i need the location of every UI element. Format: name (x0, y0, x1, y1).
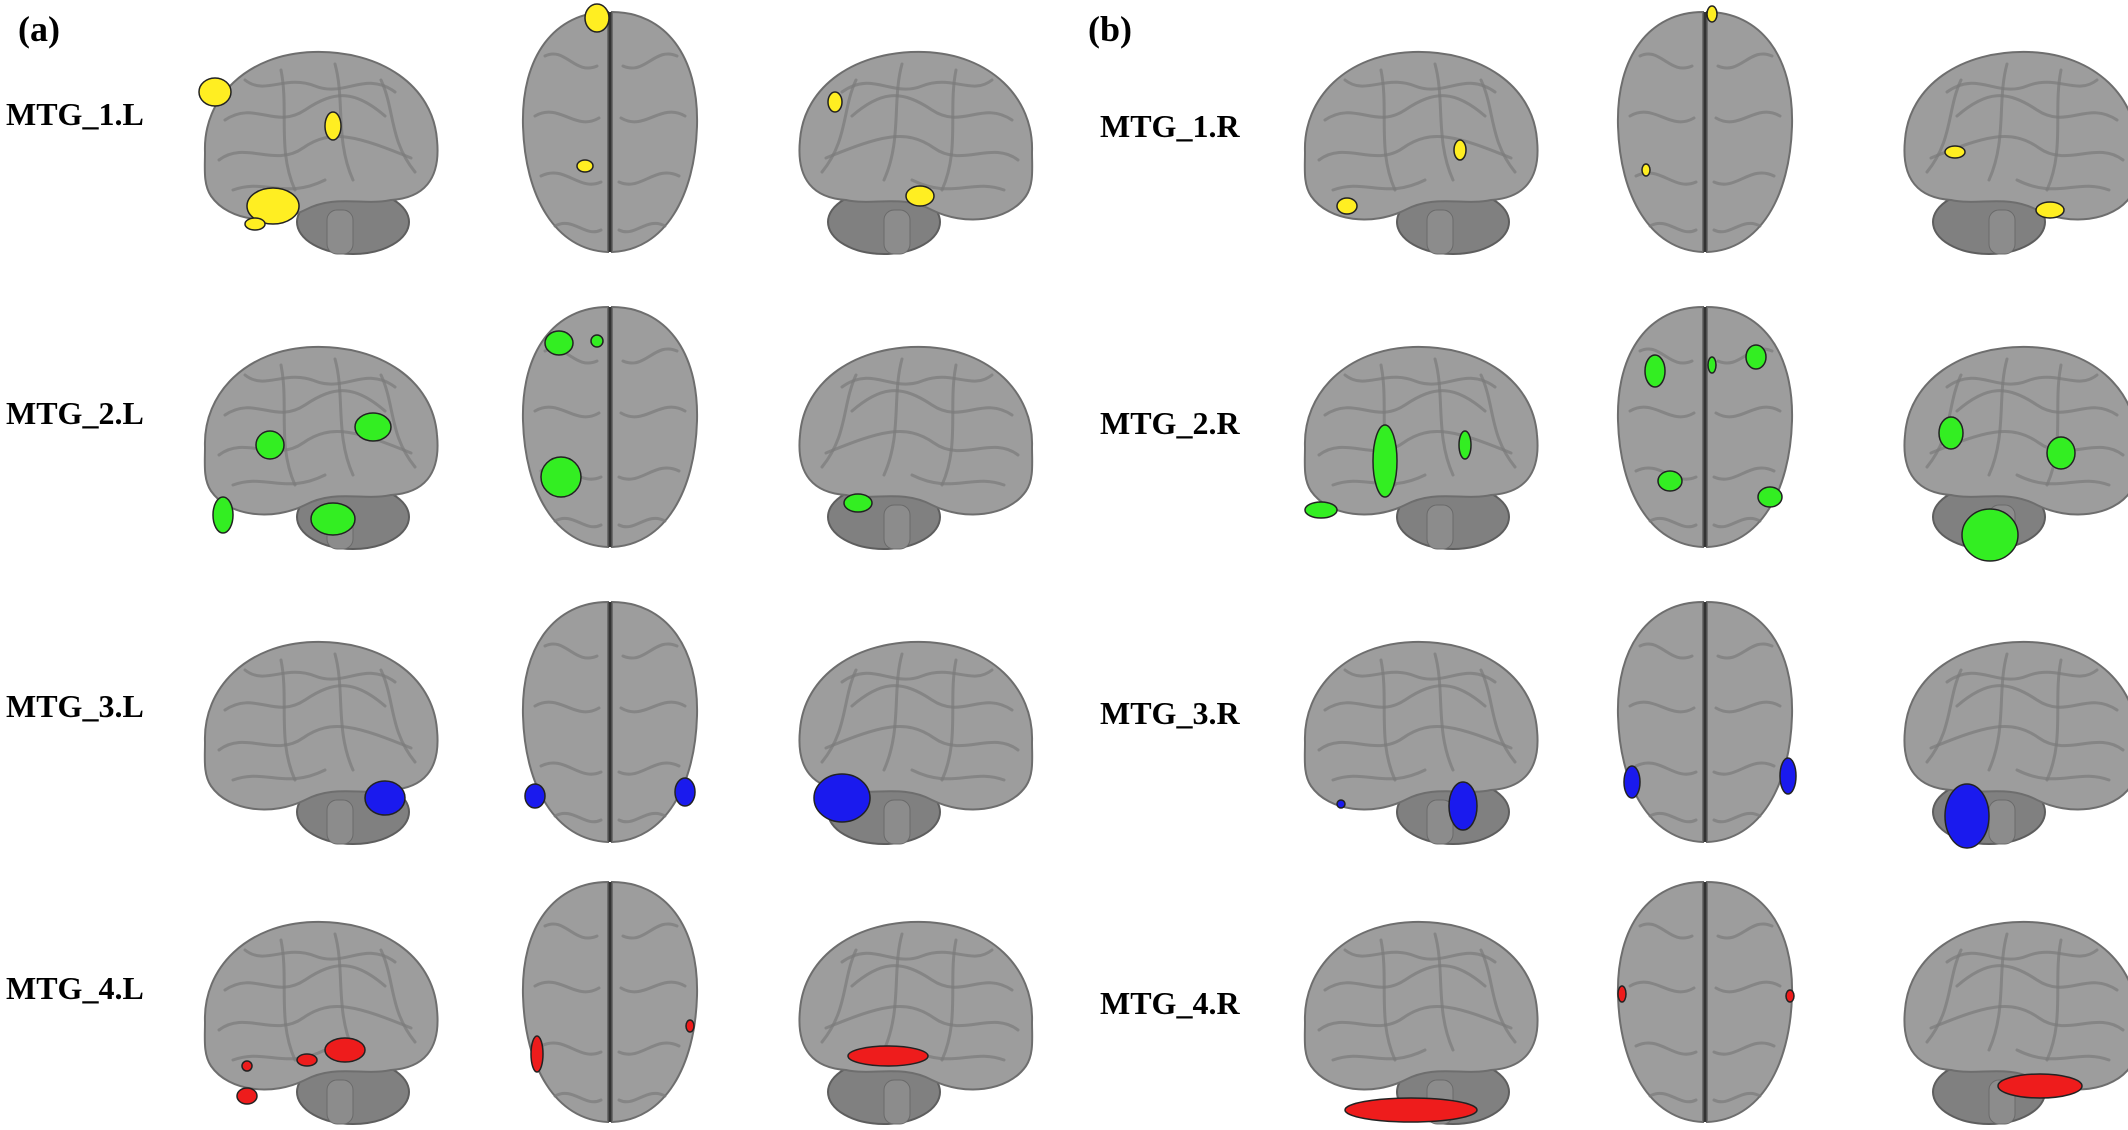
activation-blob (1961, 508, 2019, 562)
activation-blob (813, 773, 871, 823)
activation-blob (685, 1019, 695, 1033)
brain-a-row3-right-lateral (798, 640, 1034, 845)
brain-a-row1-right-lateral (798, 50, 1034, 255)
row-label-b-3: MTG_3.R (1100, 695, 1240, 731)
activation-blob (324, 1037, 366, 1063)
activation-blob (241, 1060, 253, 1072)
activation-blob (1344, 1097, 1478, 1123)
activation-blob (310, 502, 356, 536)
brain-b-row2-right-lateral (1903, 345, 2128, 562)
brain-a-row2-left-lateral (203, 345, 439, 550)
brain-a-row4-left-lateral (203, 920, 439, 1125)
activation-blob (540, 456, 582, 498)
activation-blob (1304, 501, 1338, 519)
activation-blob (236, 1087, 258, 1105)
activation-blob (524, 783, 546, 809)
brain-a-row2-top (521, 305, 699, 549)
row-label-a-1: MTG_1.L (6, 96, 144, 132)
row-label-b-1: MTG_1.R (1100, 108, 1240, 144)
row-label-b-2: MTG_2.R (1100, 405, 1240, 441)
activation-blob (1944, 783, 1990, 849)
brain-b-row1-left-lateral (1303, 50, 1539, 255)
activation-blob (324, 111, 342, 141)
activation-blob (1757, 486, 1783, 508)
activation-blob (1617, 985, 1627, 1003)
activation-blob (255, 430, 285, 460)
brain-b-row2-left-lateral (1303, 345, 1539, 550)
activation-blob (905, 185, 935, 207)
row-label-a-2: MTG_2.L (6, 395, 144, 431)
brain-a-row2-right-lateral (798, 345, 1034, 550)
activation-blob (296, 1053, 318, 1067)
activation-blob (544, 330, 574, 356)
brain-a-row1-top (521, 3, 699, 254)
activation-blob (1448, 781, 1478, 831)
brain-b-row1-top (1616, 5, 1794, 254)
activation-blob (827, 91, 843, 113)
activation-blob (246, 187, 300, 225)
activation-blob (1453, 139, 1467, 161)
activation-blob (244, 217, 266, 231)
activation-blob (1644, 354, 1666, 388)
brain-b-row1-right-lateral (1903, 50, 2128, 255)
activation-blob (1657, 470, 1683, 492)
panel-b-letter: (b) (1088, 9, 1132, 49)
activation-blob (1944, 145, 1966, 159)
brain-a-row4-top (521, 880, 699, 1124)
brain-b-row3-left-lateral (1303, 640, 1539, 845)
activation-blob (1779, 757, 1797, 795)
activation-blob (1641, 163, 1651, 177)
activation-blob (2046, 436, 2076, 470)
activation-blob (847, 1045, 929, 1067)
activation-blob (843, 493, 873, 513)
activation-blob (1745, 344, 1767, 370)
brain-b-row3-top (1616, 600, 1797, 844)
activation-blob (1336, 799, 1346, 809)
activation-blob (1706, 5, 1718, 23)
brain-b-row3-right-lateral (1903, 640, 2128, 849)
brain-a-row1-left-lateral (198, 50, 439, 255)
brain-a-row3-top (521, 600, 699, 844)
activation-blob (530, 1035, 544, 1073)
activation-blob (576, 159, 594, 173)
activation-blob (1372, 424, 1398, 498)
brain-b-row4-left-lateral (1303, 920, 1539, 1125)
activation-blob (590, 334, 604, 348)
row-label-b-4: MTG_4.R (1100, 985, 1240, 1021)
activation-blob (198, 77, 232, 107)
row-label-a-3: MTG_3.L (6, 688, 144, 724)
brain-b-row4-right-lateral (1903, 920, 2128, 1125)
activation-blob (354, 412, 392, 442)
activation-blob (1458, 430, 1472, 460)
activation-blob (1997, 1073, 2083, 1099)
brain-a-row3-left-lateral (203, 640, 439, 845)
activation-blob (584, 3, 610, 33)
activation-blob (212, 496, 234, 534)
activation-blob (674, 777, 696, 807)
row-label-a-4: MTG_4.L (6, 970, 144, 1006)
panel-a-letter: (a) (18, 9, 60, 49)
activation-blob (1707, 356, 1717, 374)
brain-a-row4-right-lateral (798, 920, 1034, 1125)
brain-b-row2-top (1616, 305, 1794, 549)
activation-blob (1623, 765, 1641, 799)
activation-blob (2035, 201, 2065, 219)
activation-blob (1938, 416, 1964, 450)
activation-blob (1336, 197, 1358, 215)
activation-blob (1785, 989, 1795, 1003)
activation-blob (364, 780, 406, 816)
brain-b-row4-top (1616, 880, 1795, 1124)
